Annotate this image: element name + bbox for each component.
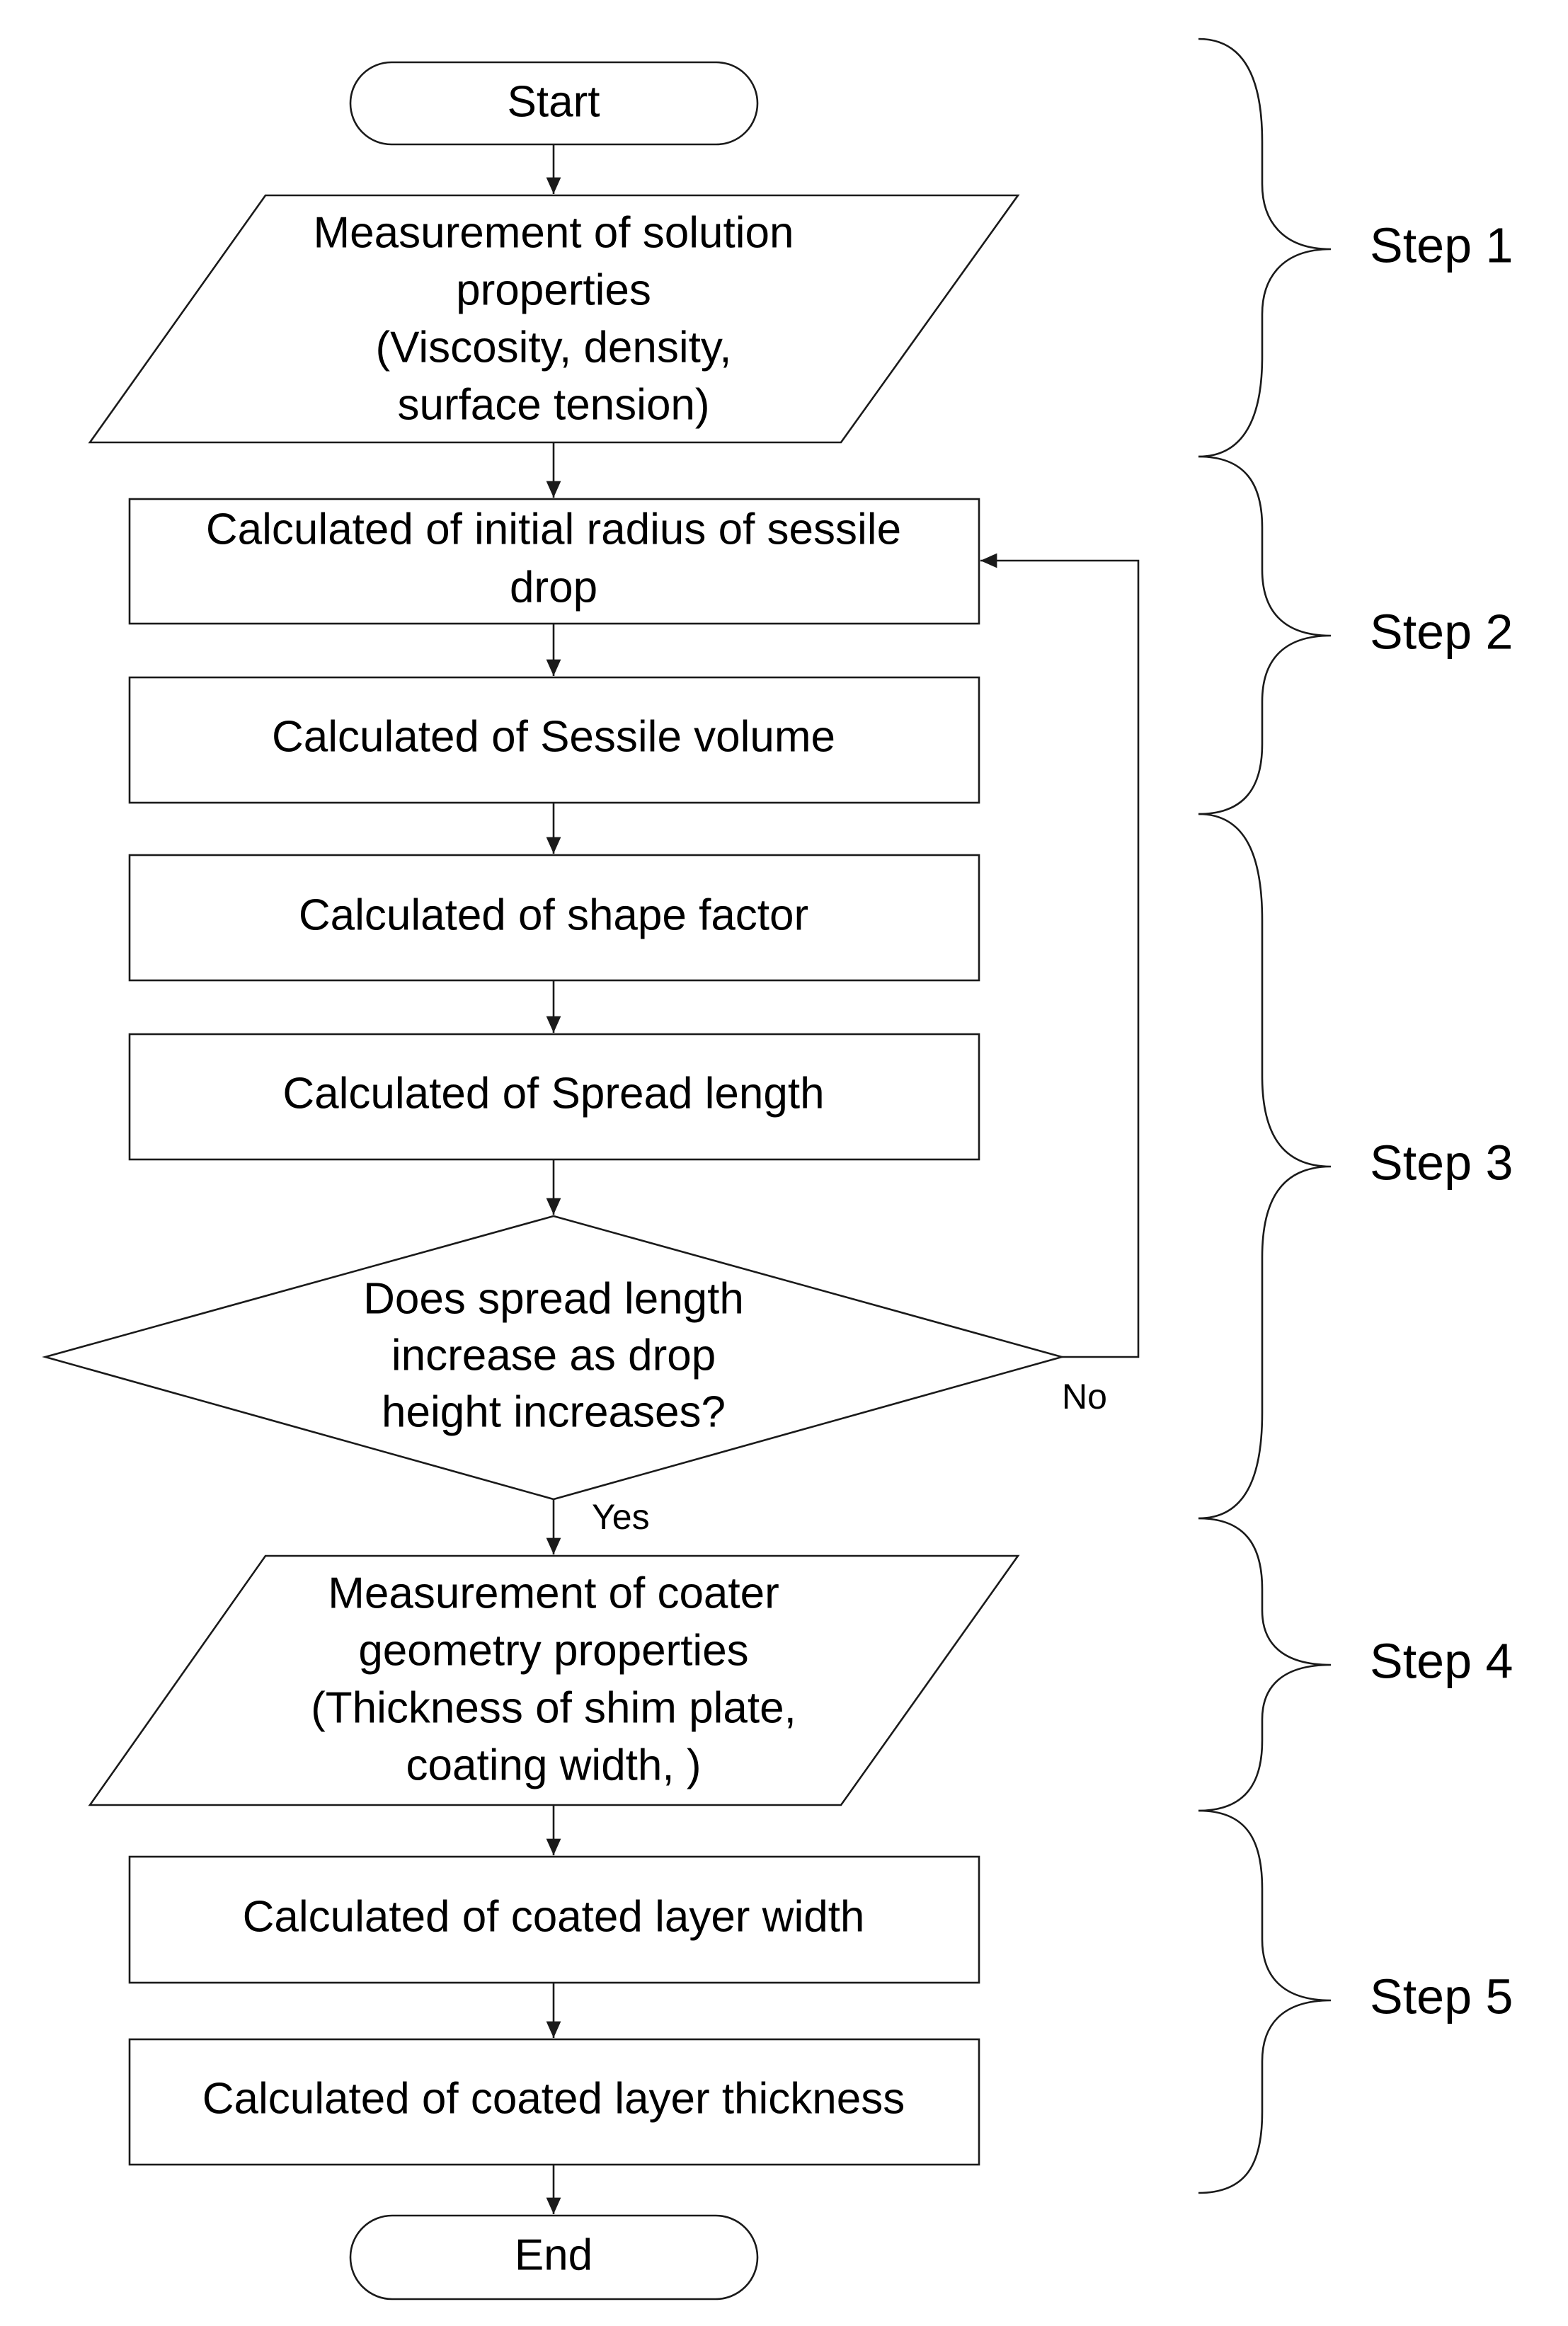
- coater-properties-line-4: coating width, ): [406, 1741, 702, 1789]
- coater-properties-line-3: (Thickness of shim plate,: [311, 1683, 796, 1732]
- step-2-label: Step 2: [1370, 604, 1513, 659]
- decision-diamond: Does spread length increase as drop heig…: [42, 1215, 1065, 1501]
- coater-properties-line-1: Measurement of coater: [328, 1569, 779, 1617]
- layer-thickness-process: Calculated of coated layer thickness: [128, 2038, 980, 2166]
- spread-length-process: Calculated of Spread length: [128, 1033, 980, 1161]
- spread-length-label: Calculated of Spread length: [282, 1069, 824, 1118]
- sessile-volume-label: Calculated of Sessile volume: [272, 712, 835, 761]
- decision-line-3: height increases?: [382, 1387, 726, 1436]
- end-terminator: End: [349, 2214, 759, 2301]
- solution-properties-line-2: properties: [456, 265, 651, 314]
- decision-line-1: Does spread length: [363, 1274, 744, 1323]
- brace-step-2: [1198, 455, 1332, 815]
- shape-factor-label: Calculated of shape factor: [299, 890, 808, 939]
- no-label: No: [1062, 1377, 1107, 1416]
- layer-width-process: Calculated of coated layer width: [128, 1855, 980, 1984]
- initial-radius-line-1: Calculated of initial radius of sessile: [206, 505, 901, 554]
- initial-radius-process: Calculated of initial radius of sessile …: [128, 498, 980, 625]
- solution-properties-line-3: (Viscosity, density,: [375, 323, 731, 372]
- solution-properties-line-1: Measurement of solution: [314, 208, 794, 257]
- layer-width-label: Calculated of coated layer width: [243, 1892, 865, 1941]
- step-1-label: Step 1: [1370, 217, 1513, 273]
- shape-factor-process: Calculated of shape factor: [128, 854, 980, 982]
- step-3-label: Step 3: [1370, 1135, 1513, 1190]
- coater-properties-line-2: geometry properties: [358, 1626, 748, 1675]
- end-label: End: [515, 2230, 593, 2279]
- solution-properties-line-4: surface tension): [397, 380, 709, 429]
- brace-step-5: [1198, 1809, 1332, 2194]
- layer-thickness-label: Calculated of coated layer thickness: [202, 2074, 905, 2123]
- start-terminator: Start: [349, 61, 759, 146]
- brace-step-1: [1198, 38, 1332, 458]
- start-label: Start: [508, 77, 600, 126]
- brace-step-3: [1198, 813, 1332, 1520]
- initial-radius-line-2: drop: [510, 563, 597, 612]
- yes-label: Yes: [592, 1497, 650, 1537]
- step-4-label: Step 4: [1370, 1633, 1513, 1688]
- arrow-decision-no-loop: [980, 553, 1140, 1358]
- coater-properties-input: Measurement of coater geometry propertie…: [88, 1554, 1020, 1806]
- solution-properties-input: Measurement of solution properties (Visc…: [88, 194, 1020, 444]
- step-5-label: Step 5: [1370, 1969, 1513, 2024]
- decision-line-2: increase as drop: [391, 1331, 716, 1380]
- brace-step-4: [1198, 1517, 1332, 1812]
- sessile-volume-process: Calculated of Sessile volume: [128, 676, 980, 804]
